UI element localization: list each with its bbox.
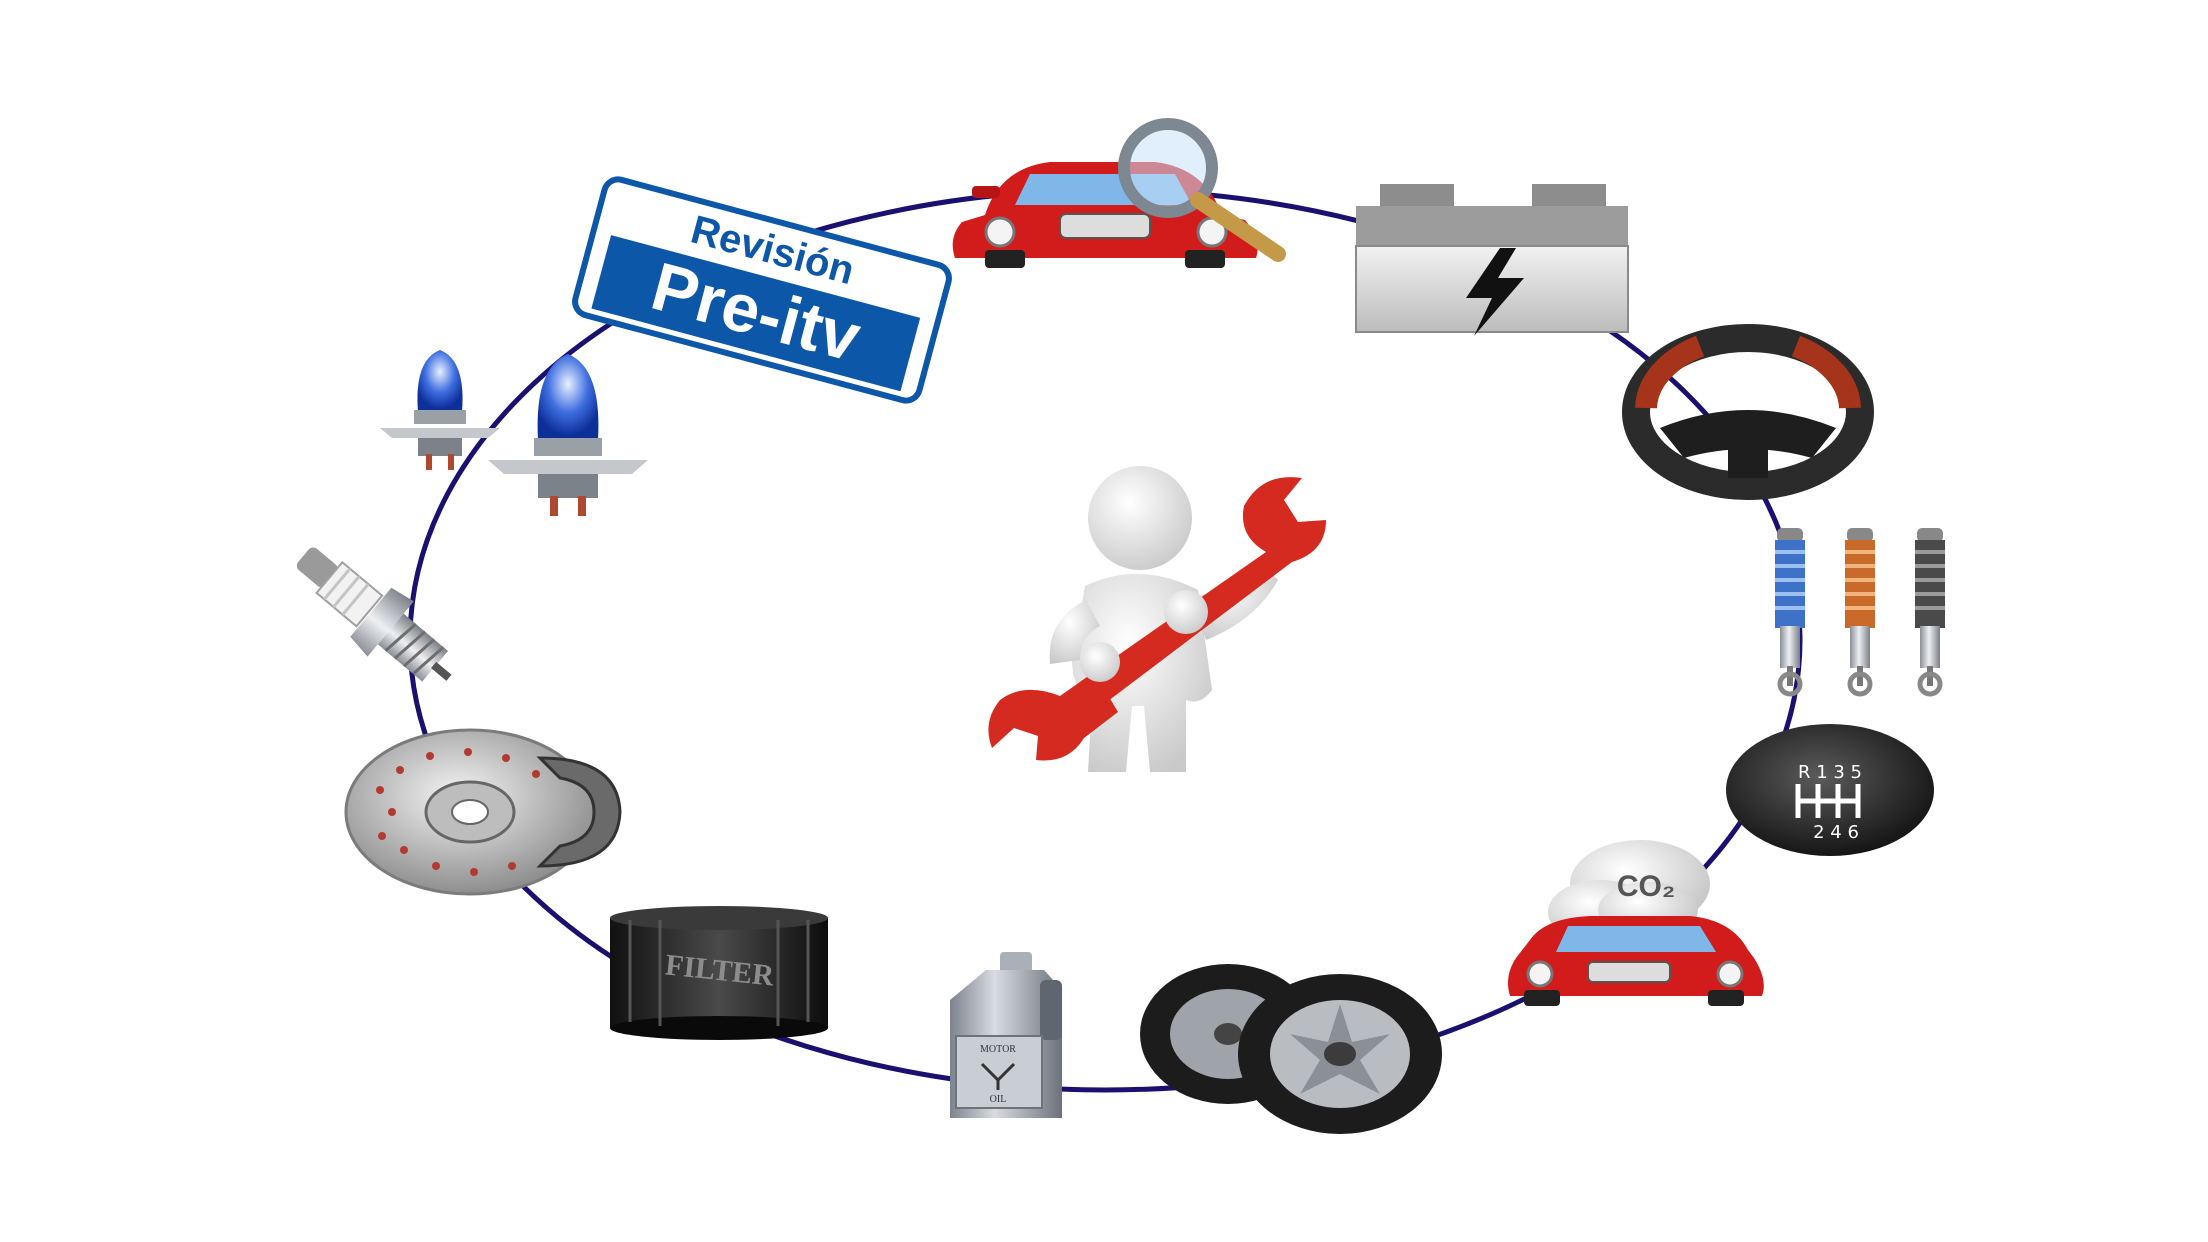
oil-filter-icon: FILTER	[610, 906, 828, 1040]
co2-label: CO₂	[1617, 870, 1675, 903]
car-inspection-icon	[952, 118, 1286, 268]
gear-pattern-top: R 1 3 5	[1798, 762, 1862, 783]
spark-plug-icon	[296, 547, 452, 682]
gear-shift-icon: R 1 3 5 2 4 6	[1726, 724, 1934, 856]
co2-emissions-icon: CO₂	[1508, 840, 1764, 1006]
headlight-bulbs-icon	[380, 350, 648, 516]
gear-pattern-bottom: 2 4 6	[1813, 822, 1859, 843]
battery-icon	[1355, 184, 1629, 336]
motor-oil-icon: MOTOR OIL	[950, 952, 1062, 1118]
tires-icon	[1140, 964, 1442, 1134]
shock-absorbers-icon	[1775, 528, 1945, 697]
brake-disc-icon	[344, 728, 622, 896]
mechanic-with-wrench-icon	[988, 466, 1326, 772]
steering-wheel-icon	[1622, 324, 1874, 500]
oil-label-top: MOTOR	[980, 1044, 1016, 1055]
oil-label-bottom: OIL	[990, 1094, 1007, 1105]
